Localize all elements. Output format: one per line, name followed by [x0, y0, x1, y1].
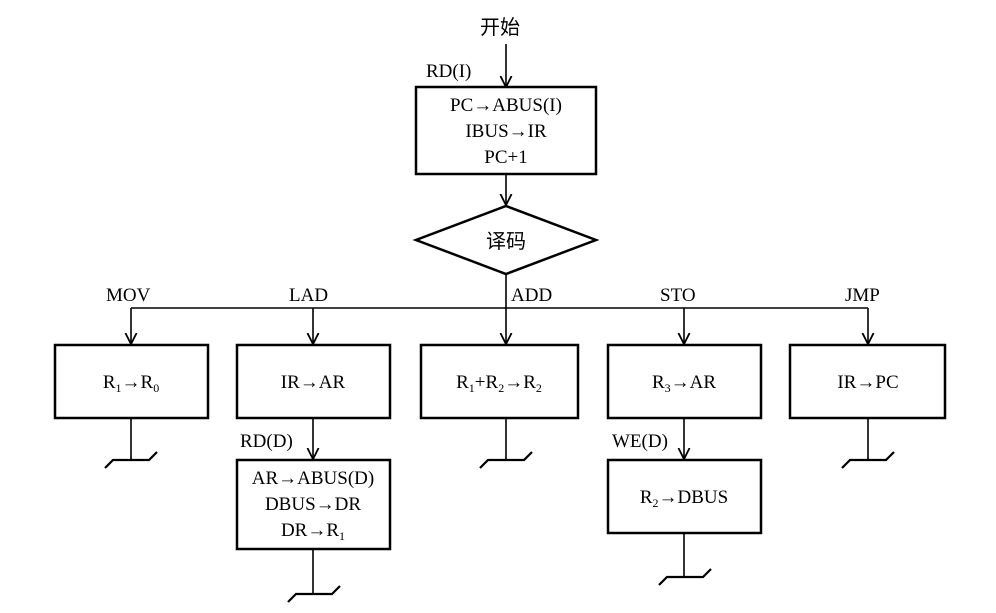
sto-label: STO	[660, 285, 696, 306]
lad-box-text: IR→AR	[281, 372, 346, 393]
add-label: ADD	[511, 285, 552, 306]
sto-box-text: R3→AR	[652, 372, 716, 395]
mov-box-text: R1→R0	[103, 372, 159, 395]
mov-label: MOV	[106, 285, 151, 306]
jmp-box-text: IR→PC	[837, 372, 898, 393]
sto-end-terminator	[658, 568, 712, 586]
decode-label: 译码	[486, 229, 526, 253]
fetch-line-3: PC+1	[484, 147, 527, 168]
lad-sub-line-3: DR→R1	[281, 520, 345, 543]
sto-sub-label: WE(D)	[612, 431, 668, 452]
lad-label: LAD	[289, 285, 328, 306]
add-box	[419, 343, 580, 420]
jmp-end-terminator	[841, 451, 895, 469]
fetch-line-2: IBUS→IR	[465, 121, 547, 142]
mov-end-terminator	[104, 451, 158, 469]
fetch-line-1: PC→ABUS(I)	[450, 95, 562, 116]
lad-sub-line-2: DBUS→DR	[265, 494, 361, 515]
lad-sub-label: RD(D)	[240, 431, 293, 452]
fetch-signal-label: RD(I)	[426, 61, 471, 82]
lad-sub-line-1: AR→ABUS(D)	[252, 468, 374, 489]
start-label: 开始	[480, 15, 520, 39]
add-box-text: R1+R2→R2	[456, 372, 542, 395]
jmp-label: JMP	[845, 285, 880, 306]
lad-end-terminator	[287, 585, 341, 603]
sto-sub-box-text: R2→DBUS	[640, 487, 728, 510]
add-end-terminator	[479, 451, 533, 469]
